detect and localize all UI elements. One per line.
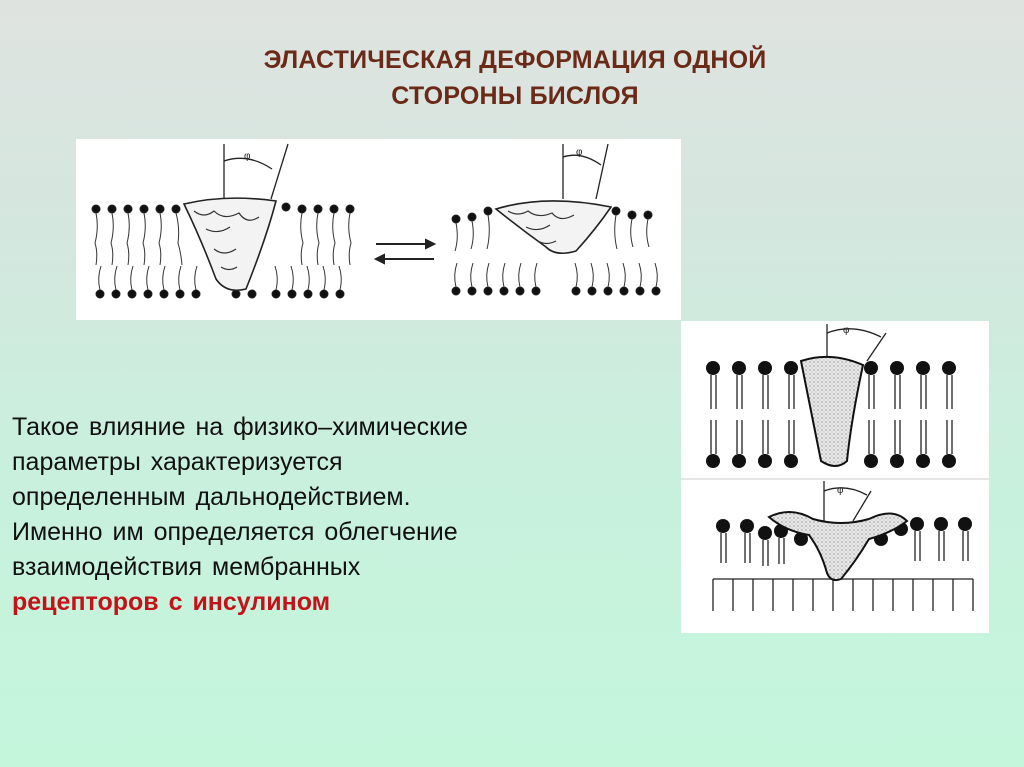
body-line-3: определенным дальнодействием.	[12, 483, 411, 511]
svg-text:φ: φ	[837, 485, 844, 496]
title-line-2: СТОРОНЫ БИСЛОЯ	[391, 82, 639, 110]
title-line-1: ЭЛАСТИЧЕСКАЯ ДЕФОРМАЦИЯ ОДНОЙ	[263, 46, 767, 74]
body-line-5: взаимодействия мембранных	[12, 553, 361, 581]
svg-text:φ: φ	[576, 147, 583, 158]
bilayer-deformation-drawing: φ φ	[91, 143, 661, 299]
svg-text:φ: φ	[843, 325, 850, 336]
body-line-4: Именно им определяется облегчение	[12, 518, 458, 546]
receptor-bilayer-figure: φ φ	[681, 321, 989, 633]
slide-title: ЭЛАСТИЧЕСКАЯ ДЕФОРМАЦИЯ ОДНОЙ СТОРОНЫ БИ…	[90, 42, 940, 114]
body-line-1: Такое влияние на физико–химические	[12, 413, 468, 441]
body-highlight: рецепторов с инсулином	[12, 588, 331, 616]
bilayer-deformation-figure: φ φ	[76, 139, 681, 320]
svg-text:φ: φ	[244, 151, 251, 162]
receptor-bilayer-drawing: φ φ	[681, 324, 989, 611]
body-line-2: параметры характеризуется	[12, 448, 343, 476]
body-paragraph: Такое влияние на физико–химические парам…	[12, 410, 672, 620]
